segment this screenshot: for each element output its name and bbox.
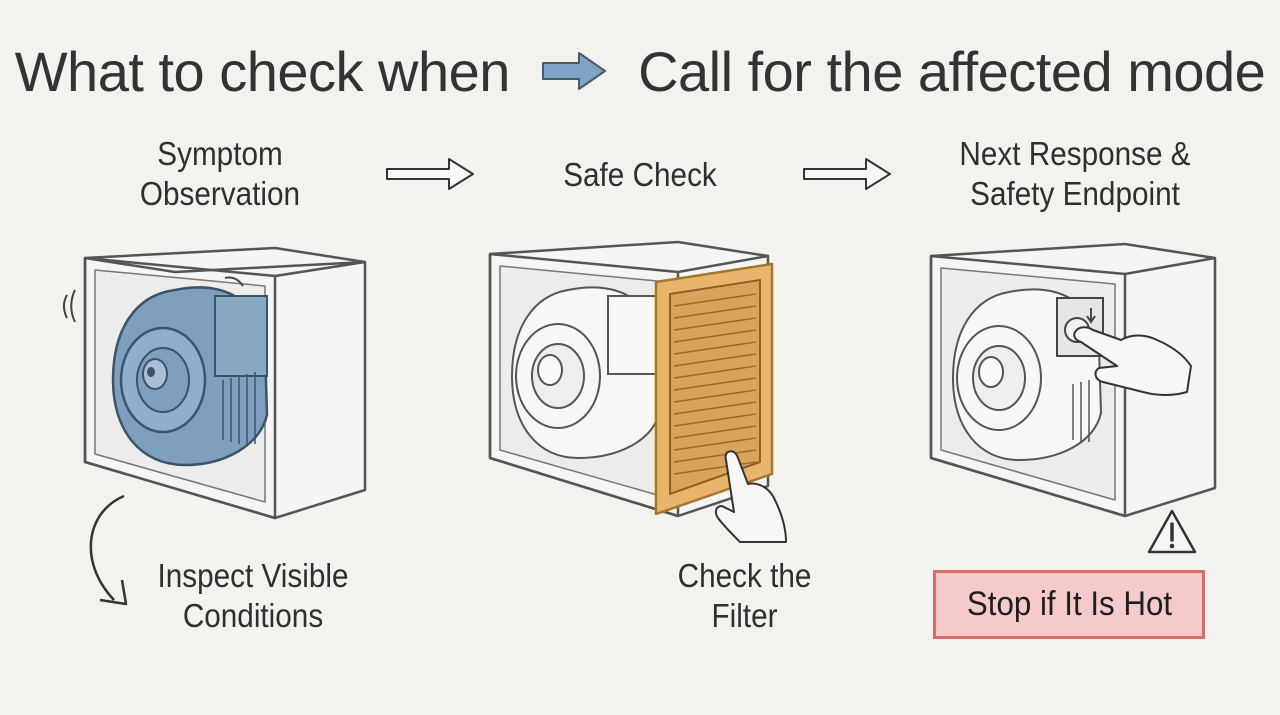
curved-arrow-icon <box>89 494 128 606</box>
title-left-text: What to check when <box>14 39 511 103</box>
pressing-hand-icon <box>1073 326 1192 396</box>
pointing-hand-icon <box>714 450 787 543</box>
air-filter-orange-icon <box>654 262 774 516</box>
warning-triangle-icon <box>1147 509 1197 554</box>
title-right-text: Call for the affected mode <box>638 39 1266 103</box>
step-symptom-observation: Symptom Observation <box>121 134 319 214</box>
stop-warning-label: Stop if It Is Hot <box>966 585 1172 623</box>
blower-unit-2 <box>488 240 787 543</box>
caption-inspect-visible: Inspect Visible Conditions <box>145 556 361 636</box>
diagram-title: What to check when Call for the affected… <box>0 34 1280 104</box>
vibration-marks-icon <box>63 276 244 323</box>
fan-housing-icon <box>510 286 662 460</box>
step-1-line-2: Observation <box>139 175 301 212</box>
blower-unit-1 <box>63 246 367 520</box>
step-1-line-1: Symptom <box>157 135 283 172</box>
caption-2-line-1: Check the <box>677 557 812 594</box>
step-arrow-1-icon <box>386 158 474 190</box>
step-3-line-2: Safety Endpoint <box>970 175 1180 212</box>
blower-unit-3 <box>929 242 1217 518</box>
step-safe-check: Safe Check <box>532 155 748 195</box>
caption-1-line-1: Inspect Visible <box>157 557 349 594</box>
caption-2-line-2: Filter <box>711 597 778 634</box>
title-arrow-icon <box>541 51 607 91</box>
step-next-response: Next Response & Safety Endpoint <box>945 134 1206 214</box>
fan-housing-blue-icon <box>111 286 269 467</box>
step-2-line-1: Safe Check <box>563 156 717 193</box>
caption-check-filter: Check the Filter <box>668 556 821 636</box>
step-3-line-1: Next Response & <box>959 135 1191 172</box>
step-arrow-2-icon <box>803 158 891 190</box>
caption-1-line-2: Conditions <box>182 597 324 634</box>
stop-warning-box: Stop if It Is Hot <box>933 570 1205 639</box>
